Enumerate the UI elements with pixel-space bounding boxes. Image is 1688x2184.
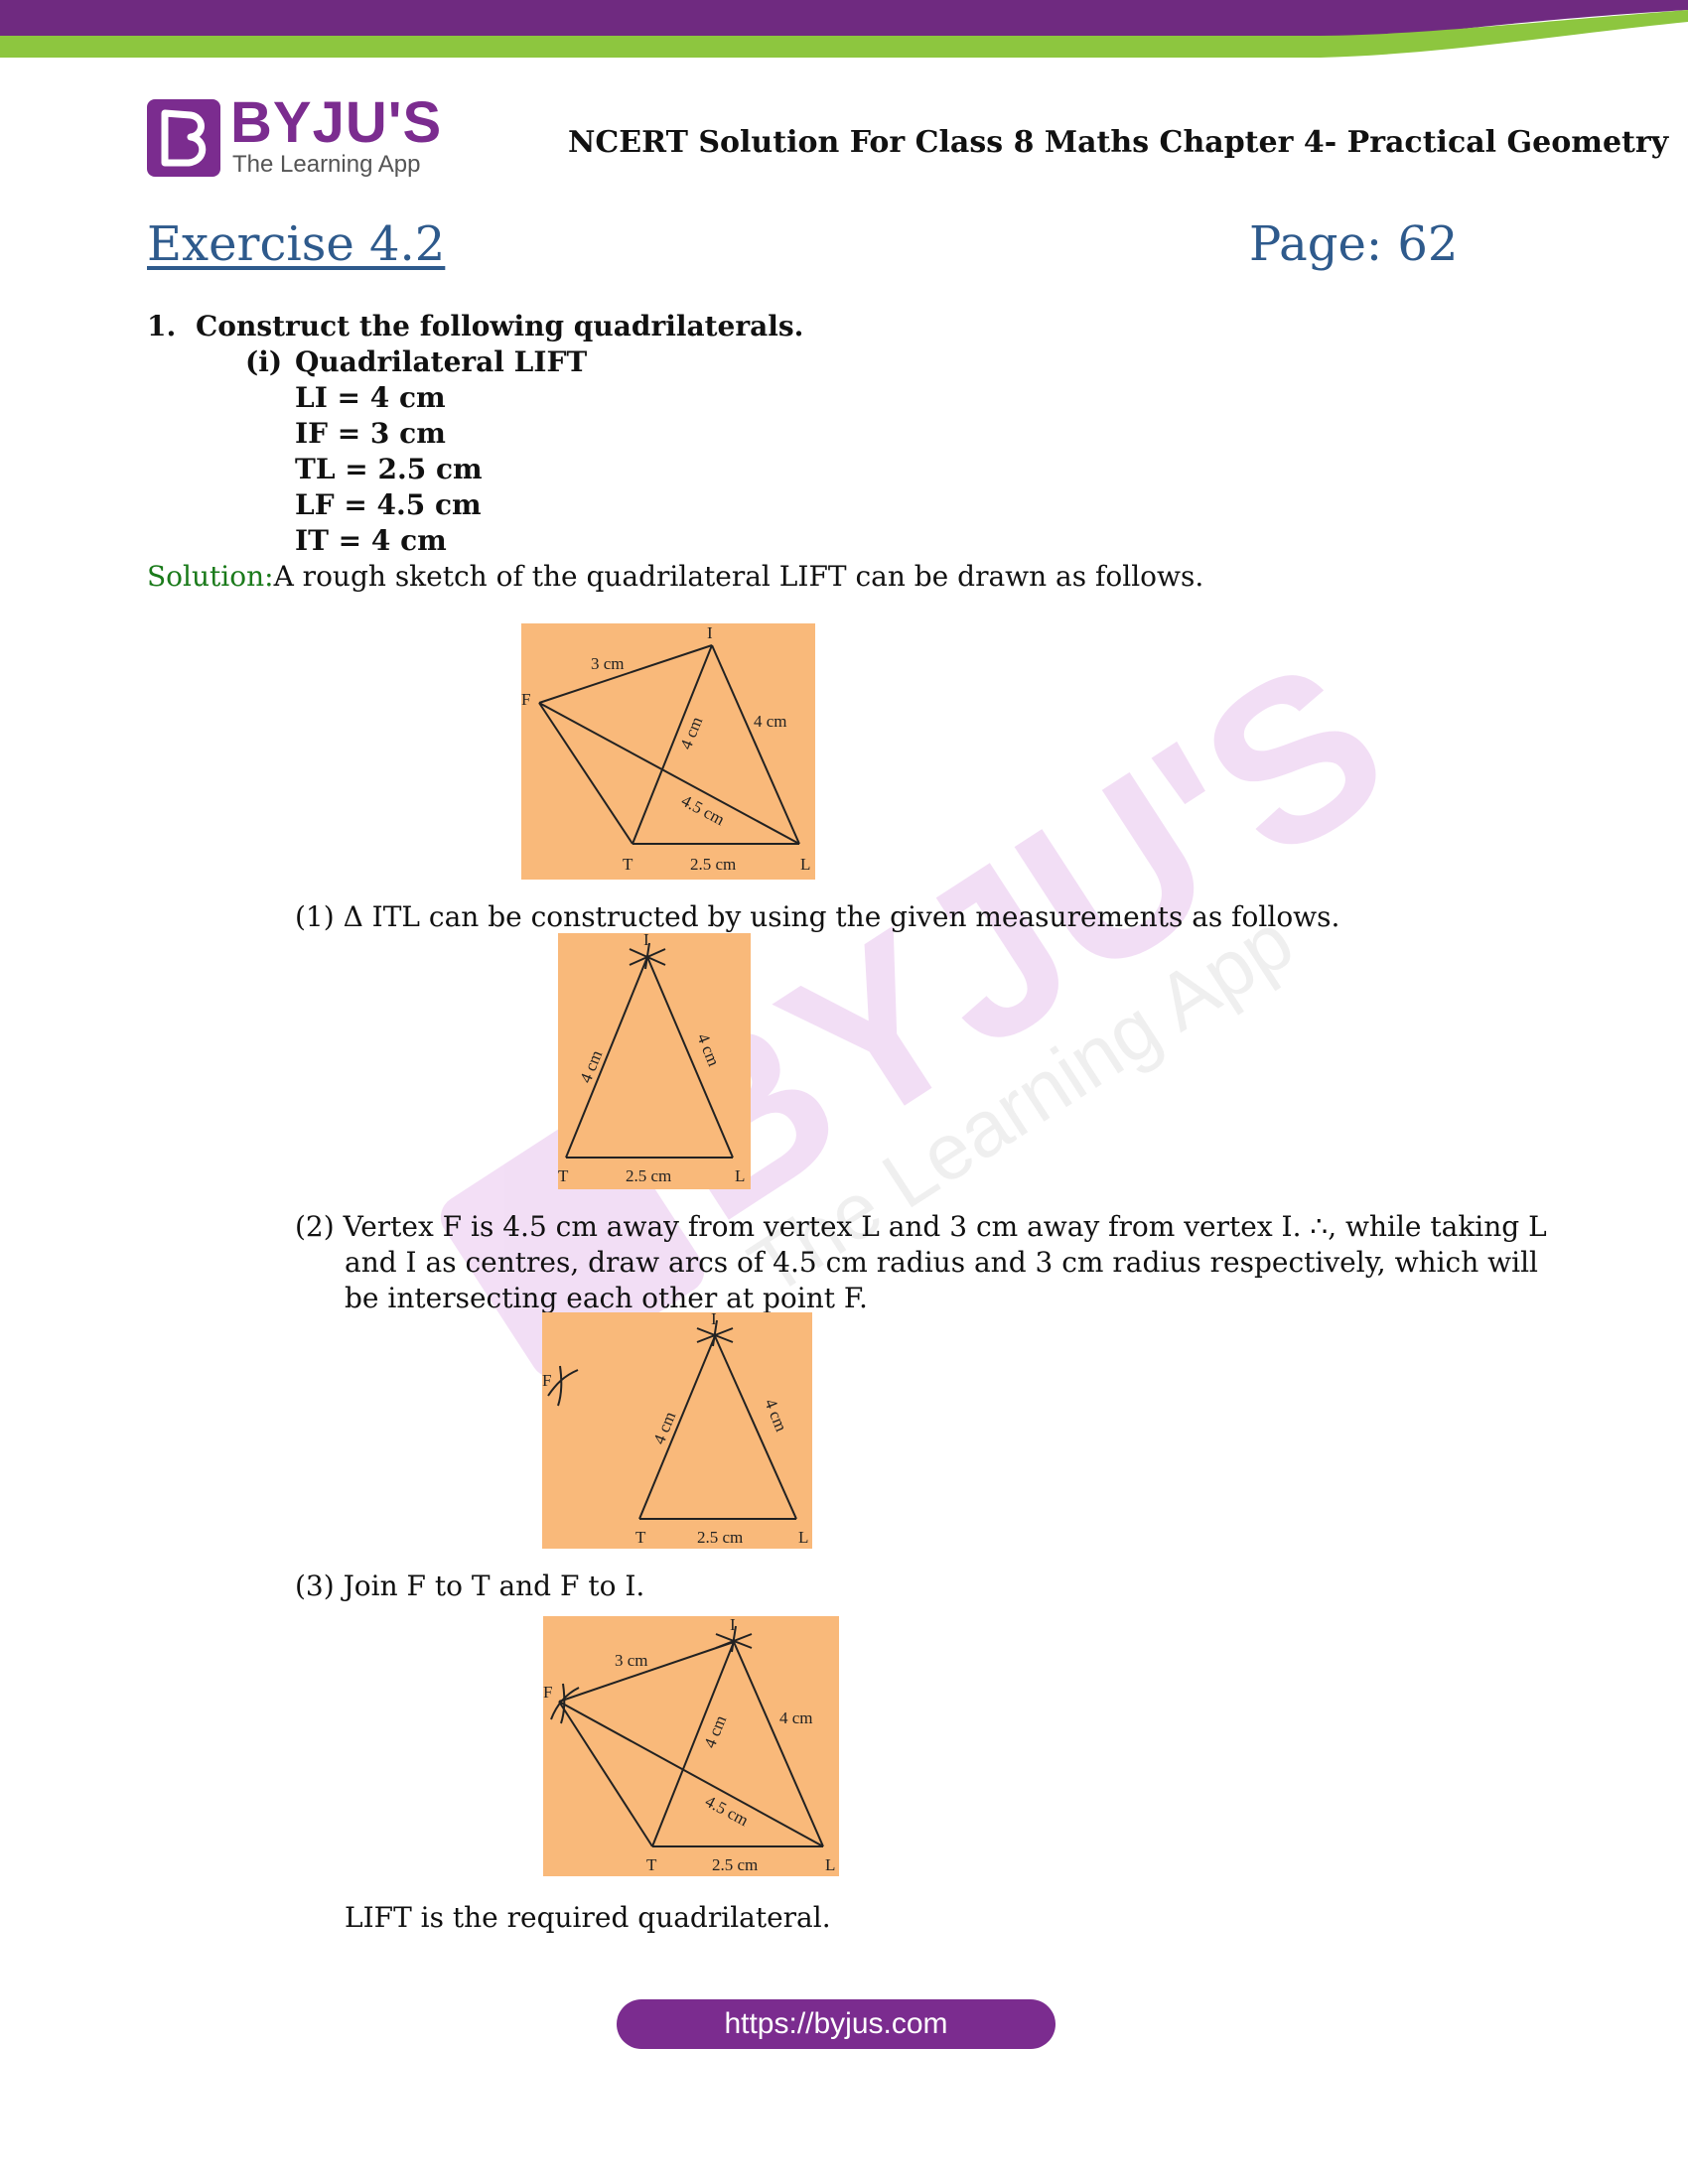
page-number: Page: 62 — [1249, 216, 1459, 272]
label-L: L — [735, 1166, 745, 1185]
figure-arcs-at-f: I F T L 4 cm 4 cm 2.5 cm — [542, 1312, 812, 1549]
step-2-text: and I as centres, draw arcs of 4.5 cm ra… — [345, 1246, 1538, 1279]
brand-logo: BYJU'S The Learning App — [147, 91, 445, 181]
label-li: 4 cm — [693, 1030, 723, 1068]
measure-item: TL = 2.5 cm — [295, 453, 483, 485]
label-I: I — [643, 933, 649, 949]
step-3-text: (3) Join F to T and F to I. — [295, 1570, 645, 1602]
label-li: 4 cm — [761, 1396, 790, 1433]
label-L: L — [825, 1855, 835, 1874]
measure-item: LF = 4.5 cm — [295, 488, 482, 521]
document-title: NCERT Solution For Class 8 Maths Chapter… — [568, 125, 1669, 160]
label-lf: 4.5 cm — [678, 791, 728, 830]
exercise-heading[interactable]: Exercise 4.2 — [147, 216, 446, 272]
question-number: 1. — [147, 310, 177, 342]
solution-line: Solution:A rough sketch of the quadrilat… — [147, 559, 1203, 595]
label-L: L — [798, 1528, 808, 1547]
solution-text: A rough sketch of the quadrilateral LIFT… — [273, 560, 1204, 593]
label-I: I — [730, 1616, 736, 1634]
label-tl: 2.5 cm — [697, 1528, 743, 1547]
measure-item: IF = 3 cm — [295, 417, 446, 450]
label-T: T — [558, 1166, 569, 1185]
part-text: Quadrilateral LIFT — [295, 345, 588, 378]
label-it: 4 cm — [676, 714, 706, 751]
label-it: 4 cm — [700, 1712, 730, 1750]
step-1-text: (1) Δ ITL can be constructed by using th… — [295, 900, 1340, 933]
step-2-text: (2) Vertex F is 4.5 cm away from vertex … — [295, 1210, 1547, 1243]
label-T: T — [623, 855, 633, 874]
label-tl: 2.5 cm — [626, 1166, 671, 1185]
solution-label: Solution: — [147, 560, 274, 593]
measure-item: IT = 4 cm — [295, 524, 447, 557]
question-text: Construct the following quadrilaterals. — [196, 310, 804, 342]
footer-url-link[interactable]: https://byjus.com — [617, 1999, 1055, 2049]
label-lf: 4.5 cm — [702, 1792, 752, 1831]
figure-quadrilateral-lift: I F T L 3 cm 4 cm 4 cm 4.5 cm 2.5 cm — [543, 1616, 839, 1876]
part-label: (i) — [245, 345, 283, 378]
label-F: F — [542, 1371, 551, 1390]
label-it: 4 cm — [649, 1409, 679, 1446]
figure-rough-sketch: I F T L 3 cm 4 cm 4 cm 4.5 cm 2.5 cm — [521, 623, 815, 880]
label-it: 4 cm — [576, 1047, 606, 1085]
measure-item: LI = 4 cm — [295, 381, 446, 414]
label-tl: 2.5 cm — [690, 855, 736, 874]
conclusion-text: LIFT is the required quadrilateral. — [345, 1901, 831, 1934]
figure-triangle-itl: I T L 4 cm 4 cm 2.5 cm — [558, 933, 751, 1189]
logo-b-mark-icon — [147, 99, 220, 177]
label-F: F — [543, 1683, 552, 1702]
brand-name: BYJU'S — [230, 90, 443, 155]
label-T: T — [646, 1855, 657, 1874]
label-F: F — [521, 690, 530, 709]
brand-tagline: The Learning App — [232, 151, 421, 178]
label-if: 3 cm — [591, 654, 625, 673]
step-2-text: be intersecting each other at point F. — [345, 1282, 868, 1314]
label-if: 3 cm — [615, 1651, 648, 1670]
top-banner — [0, 0, 1688, 58]
label-I: I — [711, 1312, 717, 1328]
label-tl: 2.5 cm — [712, 1855, 758, 1874]
label-T: T — [635, 1528, 646, 1547]
label-li: 4 cm — [754, 712, 787, 731]
label-I: I — [707, 623, 713, 642]
label-li: 4 cm — [779, 1708, 813, 1727]
label-L: L — [800, 855, 810, 874]
